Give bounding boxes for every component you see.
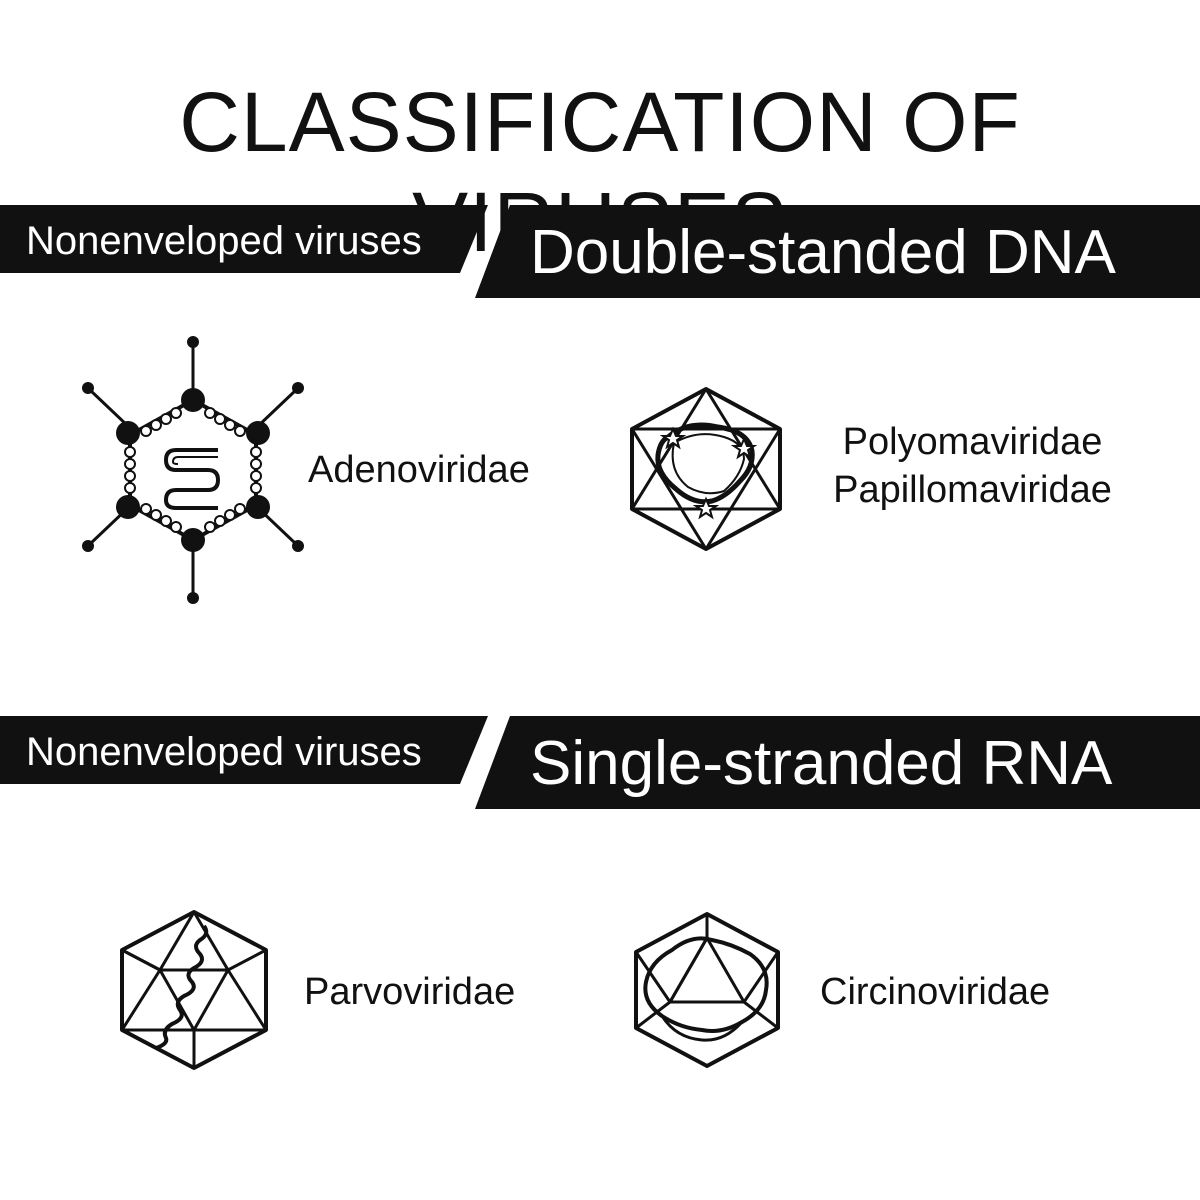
adenovirus-icon [82,336,304,604]
section-2-genome: Single-stranded RNA [530,729,1113,798]
section-1-category: Nonenveloped viruses [26,219,422,263]
family-label-parvoviridae: Parvoviridae [304,971,516,1013]
section-2-category: Nonenveloped viruses [26,730,422,774]
family-label-papillomaviridae: Papillomaviridae [833,469,1112,511]
polyomavirus-icon [630,387,782,551]
section-1-banner [0,205,1200,298]
circinovirus-icon [634,912,780,1068]
section-2-banner [0,716,1200,809]
parvovirus-icon [120,910,268,1070]
family-label-circinoviridae: Circinoviridae [820,971,1051,1013]
family-label-polyomaviridae: Polyomaviridae [842,421,1103,463]
section-1-genome: Double-standed DNA [530,218,1116,287]
family-label-polyoma-papilloma: Polyomaviridae Papillomaviridae [800,418,1145,514]
family-label-adenoviridae: Adenoviridae [308,449,530,491]
